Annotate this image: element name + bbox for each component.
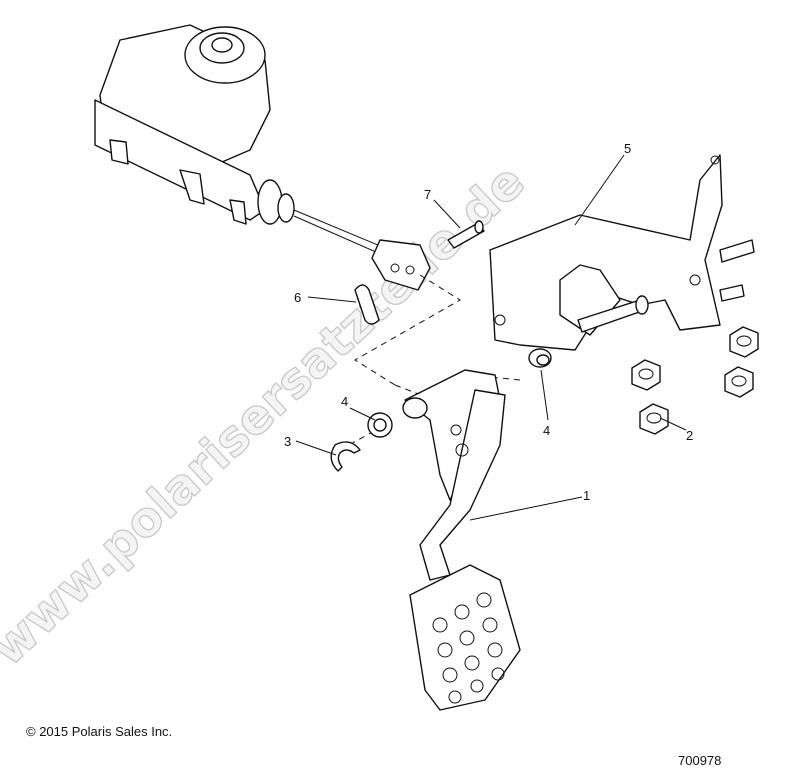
- callout-7: 7: [424, 187, 431, 202]
- leader-lines: [295, 154, 687, 521]
- bushing-4-right: [528, 348, 552, 368]
- callout-2: 2: [686, 428, 693, 443]
- drawing-number: 700978: [678, 753, 722, 768]
- bracket-5: [489, 154, 755, 351]
- pin-7: [447, 220, 485, 249]
- callout-5: 5: [624, 141, 631, 156]
- copyright-text: © 2015 Polaris Sales Inc.: [26, 724, 173, 739]
- e-clip-3: [330, 441, 361, 472]
- master-cylinder: [94, 24, 431, 291]
- callout-4-left: 4: [341, 394, 348, 409]
- nuts-2: [631, 326, 759, 435]
- callout-1: 1: [583, 488, 590, 503]
- callout-6: 6: [294, 290, 301, 305]
- callout-4-right: 4: [543, 423, 550, 438]
- cotter-clip-6: [354, 284, 380, 325]
- bushing-4-left: [367, 412, 393, 438]
- brake-pedal-1: [402, 369, 521, 711]
- callout-3: 3: [284, 434, 291, 449]
- pedal-pad-holes: [432, 592, 505, 704]
